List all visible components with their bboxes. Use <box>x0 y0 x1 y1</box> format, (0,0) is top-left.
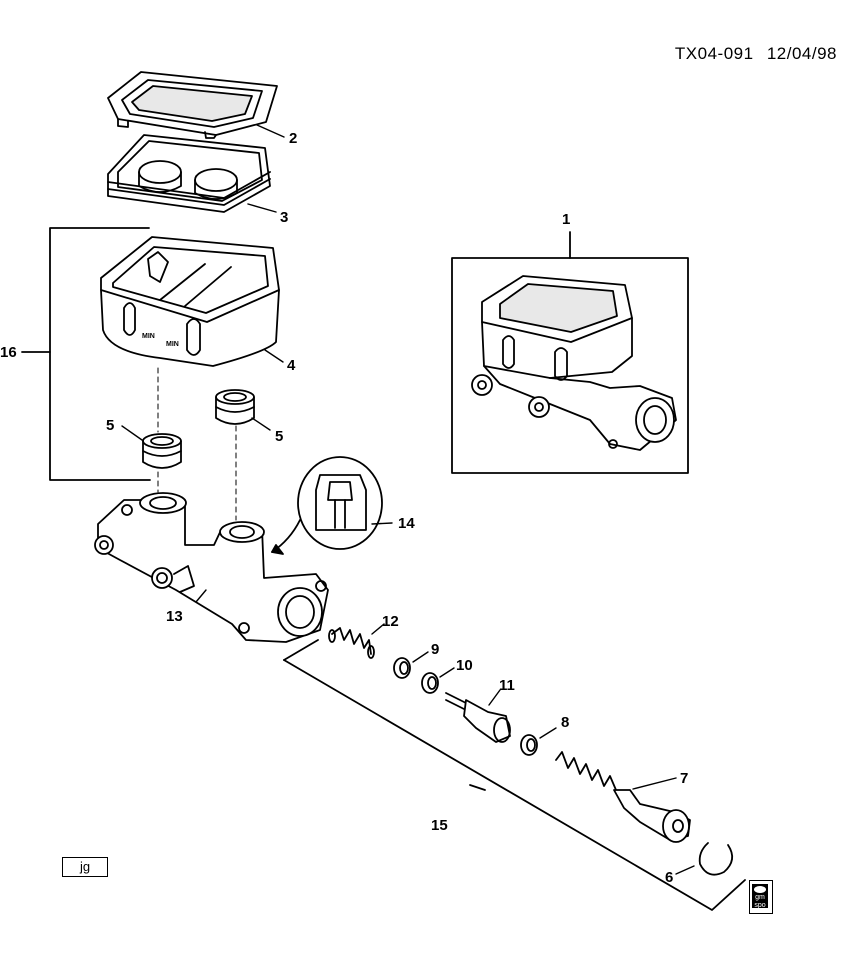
callout-1: 1 <box>562 211 570 228</box>
part-10-seal <box>421 672 439 694</box>
part-9-seal <box>393 657 411 679</box>
part-13-cylinder-body <box>94 492 329 643</box>
callout-11: 11 <box>499 677 515 694</box>
part-3-diaphragm <box>107 134 271 213</box>
part-1-assembly-inset <box>451 231 689 474</box>
part-6-snap-ring <box>698 842 734 876</box>
callout-4: 4 <box>287 357 296 374</box>
part-12-spring <box>328 627 375 659</box>
callout-10: 10 <box>456 657 473 674</box>
callout-5-left: 5 <box>106 417 114 434</box>
callout-13: 13 <box>166 608 183 625</box>
diagram-header: TX04-091 12/04/98 <box>675 44 837 64</box>
part-5-grommet-right <box>215 389 255 425</box>
diagram-code: TX04-091 <box>674 44 754 63</box>
artist-tag: jg <box>62 857 108 877</box>
callout-3: 3 <box>280 209 288 226</box>
part-8-seal <box>520 734 538 756</box>
callout-9: 9 <box>431 641 439 658</box>
part-2-cover <box>107 71 278 139</box>
min-mark-left: MIN <box>142 333 155 340</box>
callout-2: 2 <box>289 130 297 147</box>
callout-7: 7 <box>680 770 688 787</box>
bracket-15 <box>283 659 746 911</box>
part-11-piston <box>445 692 511 743</box>
part-7-piston <box>555 751 691 843</box>
callout-6: 6 <box>665 869 673 886</box>
diagram-date: 12/04/98 <box>766 44 837 63</box>
part-4-reservoir <box>100 236 280 367</box>
bracket-15-left <box>283 639 319 661</box>
callout-12: 12 <box>382 613 399 630</box>
callout-8: 8 <box>561 714 569 731</box>
callout-15: 15 <box>431 817 448 834</box>
callout-5-right: 5 <box>275 428 283 445</box>
callout-16: 16 <box>0 344 17 361</box>
part-14-detail <box>271 456 383 555</box>
logo-text-bottom: spo <box>754 902 766 909</box>
gm-spo-logo: gm spo <box>749 880 773 914</box>
logo-text-top: gm <box>755 894 765 901</box>
min-mark-right: MIN <box>166 341 179 348</box>
callout-14: 14 <box>398 515 415 532</box>
part-5-grommet-left <box>142 433 182 469</box>
bracket-16 <box>49 227 151 481</box>
